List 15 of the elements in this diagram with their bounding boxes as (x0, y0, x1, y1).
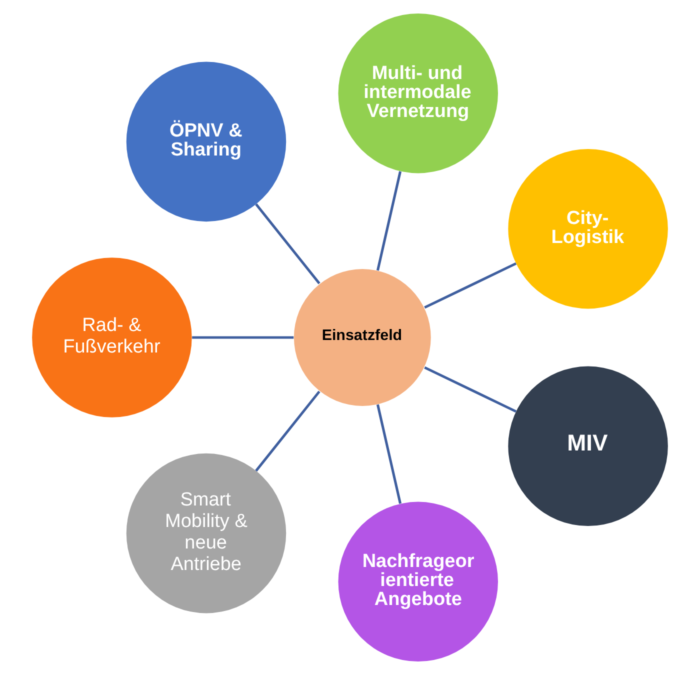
connector (255, 203, 320, 284)
node-circle: Nachfrageor ientierte Angebote (338, 502, 498, 662)
connector (424, 366, 517, 413)
connector (424, 262, 517, 309)
node-circle: MIV (508, 366, 668, 526)
node-circle: City- Logistik (508, 148, 668, 309)
node-circle: Einsatzfeld (294, 269, 431, 406)
node-circle: ÖPNV & Sharing (126, 62, 286, 222)
connector (255, 390, 320, 472)
connector (192, 336, 294, 339)
node-circle: Rad- & Fußverkehr (32, 258, 192, 418)
connector (376, 171, 402, 271)
node-circle: Multi- und intermodale Vernetzung (338, 13, 498, 174)
node-circle: Smart Mobility & neue Antriebe (126, 453, 286, 614)
connector (376, 404, 402, 504)
